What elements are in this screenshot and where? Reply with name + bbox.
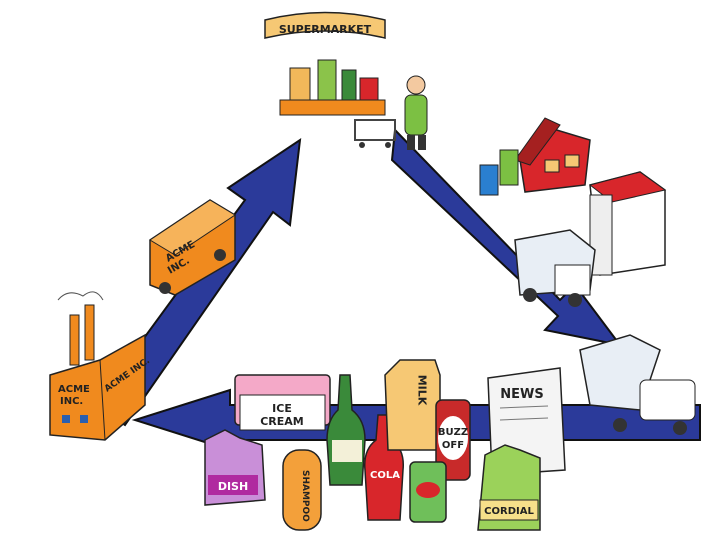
garbage-truck [514, 229, 596, 307]
ice-cream-tub: ICE CREAM [234, 374, 331, 431]
shampoo-label: SHAMPOO [300, 470, 310, 522]
supermarket: SUPERMARKET [264, 11, 386, 116]
wine-bottle [326, 374, 366, 486]
house [514, 117, 591, 193]
delivery-truck: ACME INC. [149, 199, 236, 296]
arrow-supermarket-to-home [390, 127, 623, 347]
shampoo-bottle: SHAMPOO [282, 449, 322, 531]
factory-label-line1: ACME [58, 384, 90, 395]
milk-label: MILK [416, 375, 429, 406]
buzz-label-line2: OFF [442, 440, 464, 451]
buzz-off-spray-can: BUZZ OFF [435, 399, 471, 481]
factory: ACME INC. ACME INC. [49, 291, 152, 441]
ice-cream-label-line2: CREAM [260, 415, 304, 428]
green-can [409, 461, 447, 523]
apartment-building [588, 171, 667, 276]
cordial-label: CORDIAL [484, 506, 534, 517]
dish-label: DISH [218, 480, 248, 493]
news-headline: NEWS [500, 387, 543, 402]
shopper-with-cart [354, 75, 428, 150]
cordial-bottle: CORDIAL [477, 444, 541, 531]
recycling-bins [479, 149, 519, 196]
buzz-label-line1: BUZZ [438, 427, 468, 438]
cola-label: COLA [370, 470, 400, 481]
milk-carton: MILK [384, 359, 441, 451]
ice-cream-label-line1: ICE [272, 402, 292, 415]
recycling-truck [579, 334, 696, 435]
factory-label-line2: INC. [60, 396, 83, 407]
supermarket-sign: SUPERMARKET [279, 23, 372, 36]
dish-soap-jug: DISH [204, 429, 266, 506]
